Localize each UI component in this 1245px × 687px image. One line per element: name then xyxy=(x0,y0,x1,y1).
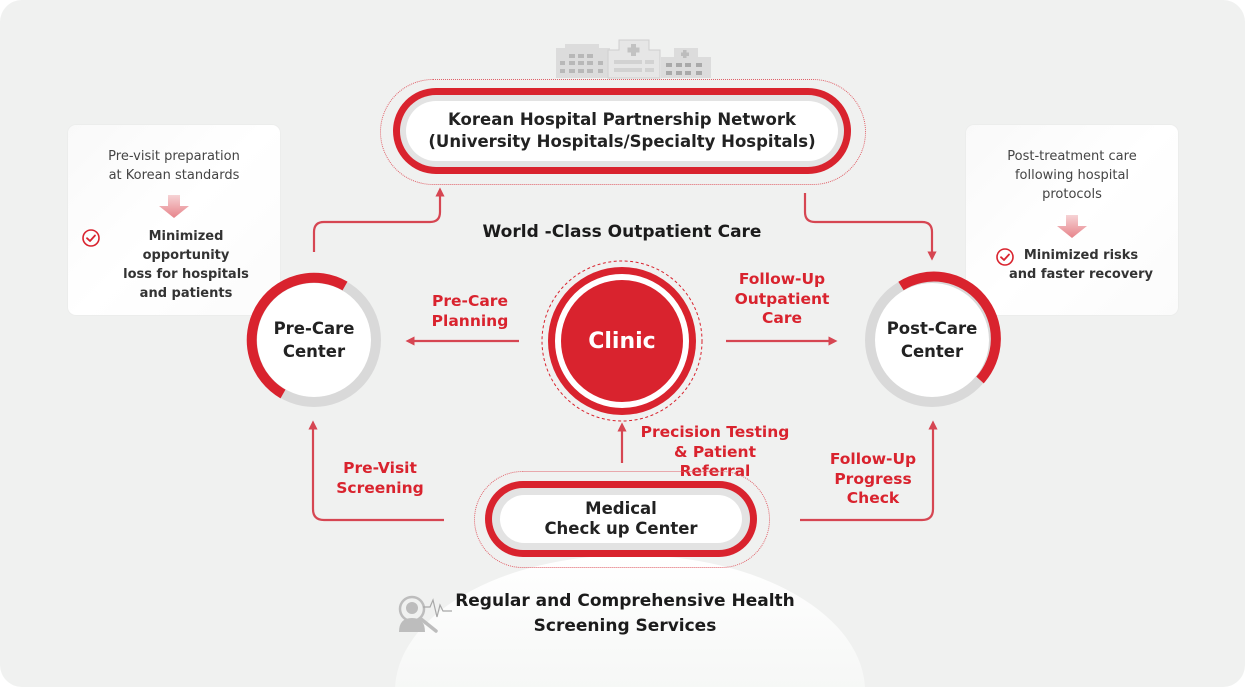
pre-visit-benefit-line1: Minimized opportunity xyxy=(142,229,230,263)
pre-visit-description-line1: Pre-visit preparation xyxy=(108,149,240,164)
flow-label-line: Pre-Visit xyxy=(343,459,417,477)
flow-label-line: Care xyxy=(762,309,802,327)
bottom-caption: Regular and Comprehensive Health Screeni… xyxy=(440,589,810,639)
post-treatment-benefit: Minimized risks and faster recovery xyxy=(1006,246,1156,284)
flow-label-pre-visit-screening: Pre-Visit Screening xyxy=(330,459,430,498)
post-treatment-description-line1: Post-treatment care xyxy=(1007,149,1137,164)
flow-label-line: Planning xyxy=(431,311,509,330)
arrow-network-to-post-care xyxy=(803,193,937,261)
pre-visit-benefit-line2: loss for hospitals xyxy=(123,267,249,282)
check-circle-icon xyxy=(996,248,1014,266)
pre-care-center-label: Pre-Care Center xyxy=(254,317,374,363)
post-care-center-label-line2: Center xyxy=(900,342,964,361)
pre-care-center-node xyxy=(246,272,381,407)
pre-visit-info-box: Pre-visit preparation at Korean standard… xyxy=(68,125,280,315)
flow-label-follow-up-outpatient-care: Follow-Up Outpatient Care xyxy=(722,270,842,329)
post-care-center-node xyxy=(865,271,1001,407)
hospital-buildings-icon xyxy=(556,39,711,79)
center-caption: World -Class Outpatient Care xyxy=(482,222,762,242)
network-node: Korean Hospital Partnership Network (Uni… xyxy=(406,101,838,161)
check-circle-icon xyxy=(82,229,100,247)
flow-label-follow-up-progress-check: Follow-Up Progress Check xyxy=(818,450,928,509)
arrow-pre-care-to-network xyxy=(312,187,445,252)
flow-label-line: Outpatient xyxy=(734,289,830,308)
bottom-caption-line2: Screening Services xyxy=(533,616,717,636)
flow-label-pre-care-planning: Pre-Care Planning xyxy=(420,292,520,331)
pre-visit-benefit: Minimized opportunity loss for hospitals… xyxy=(106,227,266,303)
post-treatment-benefit-line2: and faster recovery xyxy=(1008,267,1154,282)
flow-label-line: Check xyxy=(846,489,900,507)
checkup-node-outline xyxy=(474,471,770,568)
pre-visit-benefit-line3: and patients xyxy=(139,286,233,301)
clinic-label: Clinic xyxy=(588,329,656,354)
pre-care-center-label-line2: Center xyxy=(282,342,346,361)
post-treatment-description: Post-treatment care following hospital p… xyxy=(966,147,1178,204)
pre-visit-description-line2: at Korean standards xyxy=(108,168,240,183)
post-treatment-info-box: Post-treatment care following hospital p… xyxy=(966,125,1178,315)
bottom-caption-line1: Regular and Comprehensive Health xyxy=(455,591,795,611)
post-treatment-description-line2: following hospital xyxy=(1014,168,1130,183)
arrow-checkup-to-pre-care xyxy=(308,420,444,522)
post-care-center-label-line1: Post-Care xyxy=(886,319,978,338)
network-node-subtitle: (University Hospitals/Specialty Hospital… xyxy=(428,132,816,151)
post-care-center-label: Post-Care Center xyxy=(872,317,992,363)
checkup-node-line2: Check up Center xyxy=(544,519,698,538)
pre-care-center-label-line1: Pre-Care xyxy=(273,319,355,338)
clinic-node xyxy=(541,260,703,422)
flow-label-line: Follow-Up xyxy=(738,270,826,288)
network-node-outline xyxy=(380,79,866,185)
checkup-node: Medical Check up Center xyxy=(500,495,742,543)
down-arrow-icon xyxy=(1057,215,1087,238)
flow-label-line: Precision Testing xyxy=(640,423,790,441)
health-screening-icon xyxy=(398,595,452,633)
flow-label-line: Screening xyxy=(336,478,424,497)
arrow-checkup-to-post-care xyxy=(800,420,938,522)
flow-label-line: Progress xyxy=(834,469,912,488)
network-node-title: Korean Hospital Partnership Network xyxy=(448,110,796,129)
down-arrow-icon xyxy=(159,195,189,218)
flow-label-line: Pre-Care xyxy=(432,292,508,310)
post-treatment-description-line3: protocols xyxy=(1042,187,1102,202)
flow-label-line: Follow-Up xyxy=(829,450,917,468)
pre-visit-description: Pre-visit preparation at Korean standard… xyxy=(68,147,280,185)
post-treatment-benefit-line1: Minimized risks xyxy=(1023,248,1139,263)
checkup-node-line1: Medical xyxy=(585,499,657,518)
